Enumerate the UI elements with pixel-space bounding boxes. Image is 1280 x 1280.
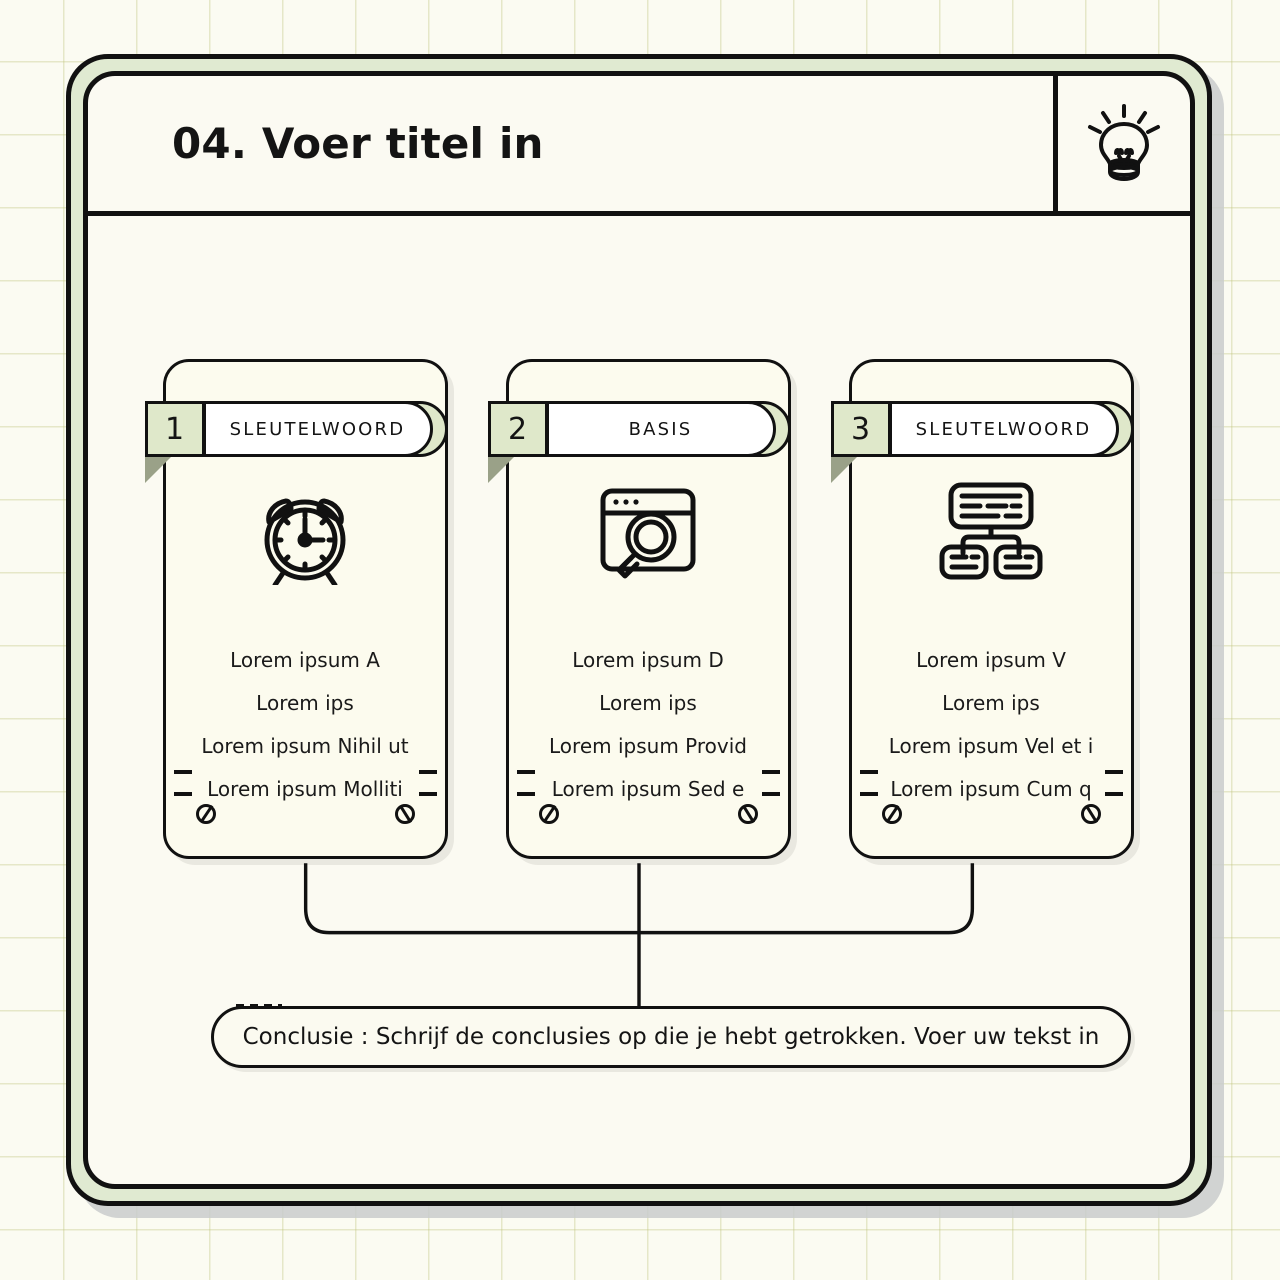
screw-icon	[394, 804, 415, 824]
card-tick	[1104, 792, 1123, 796]
browser-search-icon	[595, 479, 701, 583]
card-1-header: SLEUTELWOORD 1	[144, 401, 448, 483]
screw-icon	[1080, 804, 1101, 824]
card-2-lines: Lorem ipsum D Lorem ips Lorem ipsum Prov…	[506, 639, 791, 811]
card-tick	[761, 770, 780, 774]
card-line: Lorem ips	[942, 691, 1040, 715]
hierarchy-sitemap-icon	[936, 479, 1046, 585]
card-line: Lorem ips	[599, 691, 697, 715]
card-2-label: BASIS	[628, 418, 693, 440]
card-1-number-badge: 1	[144, 401, 205, 457]
card-tick	[418, 792, 437, 796]
card-line: Lorem ipsum Provid	[549, 734, 747, 758]
card-line: Lorem ipsum Cum q	[890, 777, 1092, 801]
card-line: Lorem ipsum Sed e	[551, 777, 745, 801]
outer-frame: 04. Voer titel in	[66, 54, 1212, 1206]
card-2-number-badge: 2	[487, 401, 548, 457]
header-icon-cell	[1058, 76, 1190, 211]
card-2-label-pill: BASIS	[545, 401, 776, 457]
card-tick	[516, 792, 535, 796]
card-tick	[418, 770, 437, 774]
screw-icon	[881, 804, 902, 824]
card-2-icon-slot	[506, 479, 791, 583]
alarm-clock-icon	[253, 479, 357, 589]
card-tick	[859, 792, 878, 796]
card-1-label: SLEUTELWOORD	[229, 418, 406, 440]
card-3-icon-slot	[849, 479, 1134, 585]
card-tick	[173, 770, 192, 774]
card-3-label: SLEUTELWOORD	[915, 418, 1092, 440]
card-1-icon-slot	[163, 479, 448, 589]
card-line: Lorem ips	[256, 691, 354, 715]
badge-fold	[144, 457, 171, 483]
card-tick	[761, 792, 780, 796]
header-bar: 04. Voer titel in	[88, 76, 1190, 216]
header-title-cell: 04. Voer titel in	[88, 76, 1058, 211]
card-3[interactable]: SLEUTELWOORD 3	[830, 359, 1134, 859]
card-tick	[173, 792, 192, 796]
card-1-lines: Lorem ipsum A Lorem ips Lorem ipsum Nihi…	[163, 639, 448, 811]
screw-icon	[737, 804, 758, 824]
conclusion-box[interactable]: Conclusie : Schrijf de conclusies op die…	[211, 1006, 1131, 1068]
screw-icon	[195, 804, 216, 824]
card-3-label-pill: SLEUTELWOORD	[888, 401, 1119, 457]
card-1[interactable]: SLEUTELWOORD 1	[144, 359, 448, 859]
card-2-header: BASIS 2	[487, 401, 791, 483]
card-line: Lorem ipsum Vel et i	[888, 734, 1094, 758]
cards-row: SLEUTELWOORD 1	[88, 359, 1190, 859]
card-2[interactable]: BASIS 2	[487, 359, 791, 859]
card-3-number-badge: 3	[830, 401, 891, 457]
card-3-lines: Lorem ipsum V Lorem ips Lorem ipsum Vel …	[849, 639, 1134, 811]
conclusion-dashed-accent	[236, 1004, 282, 1008]
card-tick	[1104, 770, 1123, 774]
card-line: Lorem ipsum D	[572, 648, 724, 672]
inner-frame: 04. Voer titel in	[83, 71, 1195, 1189]
conclusion-text: Conclusie : Schrijf de conclusies op die…	[242, 1024, 1100, 1050]
page-title: 04. Voer titel in	[172, 119, 544, 168]
badge-fold	[487, 457, 514, 483]
card-tick	[859, 770, 878, 774]
card-line: Lorem ipsum A	[230, 648, 380, 672]
card-tick	[516, 770, 535, 774]
badge-fold	[830, 457, 857, 483]
lightbulb-icon	[1085, 100, 1163, 188]
screw-icon	[538, 804, 559, 824]
card-1-label-pill: SLEUTELWOORD	[202, 401, 433, 457]
card-3-header: SLEUTELWOORD 3	[830, 401, 1134, 483]
card-line: Lorem ipsum Nihil ut	[201, 734, 409, 758]
card-line: Lorem ipsum Molliti	[207, 777, 403, 801]
card-line: Lorem ipsum V	[916, 648, 1066, 672]
